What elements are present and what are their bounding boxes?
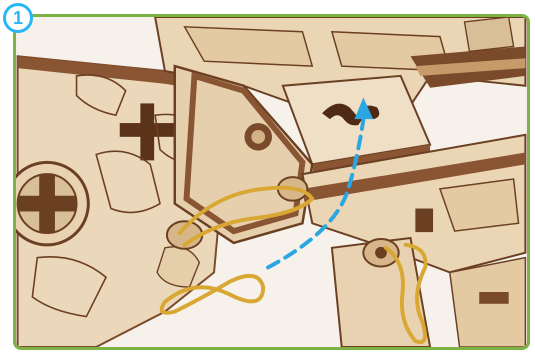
assembly-illustration [16,17,527,347]
illustration-frame [13,14,530,350]
step-number-badge: 1 [3,3,33,33]
